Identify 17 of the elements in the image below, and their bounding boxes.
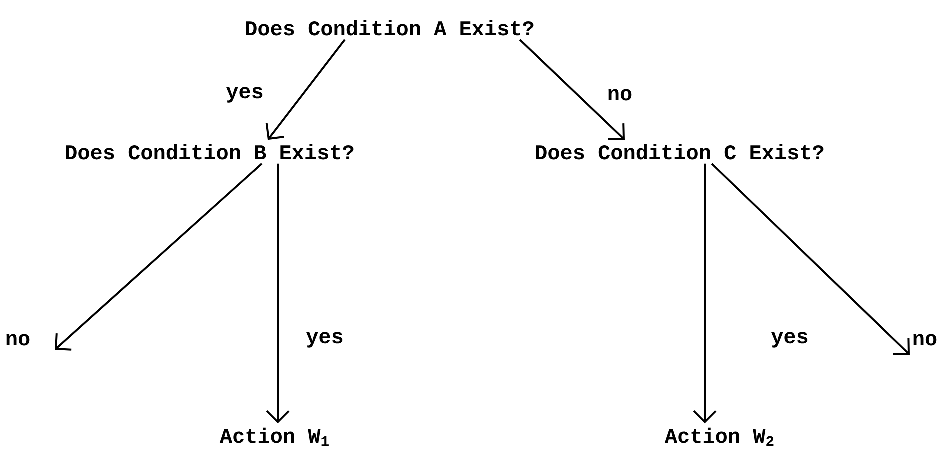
- edge-label: yes: [304, 330, 346, 350]
- condition-text: Does Condition B Exist?: [66, 144, 354, 160]
- edge-label: yes: [769, 330, 811, 350]
- arrow: [693, 164, 717, 424]
- arrow: [519, 39, 625, 140]
- condition-text: Action W$_{2}$: [664, 428, 774, 446]
- arrow: [711, 163, 910, 356]
- condition-text: Does Condition A Exist?: [246, 20, 534, 36]
- edge-label: yes: [224, 85, 266, 105]
- arrow: [266, 164, 290, 424]
- edge-label: no: [3, 332, 33, 348]
- arrow: [55, 163, 263, 351]
- condition-text: Does Condition C Exist?: [536, 144, 824, 160]
- edge-label: no: [605, 87, 635, 103]
- arrow: [266, 39, 346, 140]
- condition-text: Action W$_{1}$: [220, 428, 329, 446]
- edge-label: no: [910, 332, 940, 348]
